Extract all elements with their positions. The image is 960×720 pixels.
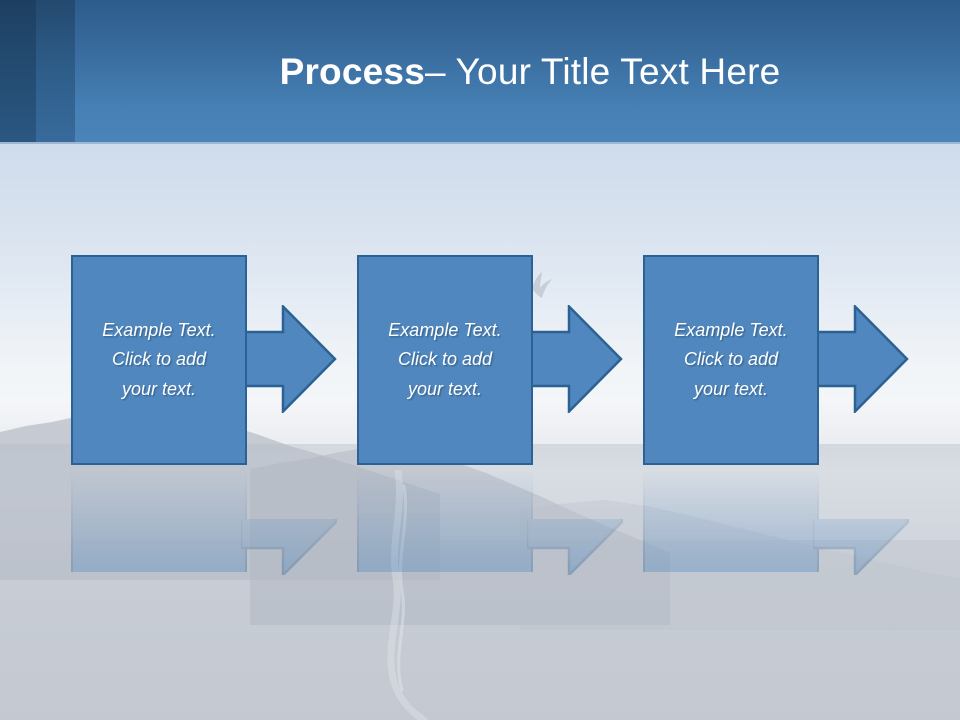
mountain-ridge-middle-shape [250, 445, 670, 625]
snow-trail-shape [387, 470, 428, 720]
header-bottom-divider [0, 142, 960, 144]
mountain-ridge-far-shape [520, 500, 960, 630]
process-step-1-reflection [71, 467, 337, 577]
process-step-2-box[interactable]: Example Text. Click to add your text. [357, 255, 533, 465]
process-step-3-label: Example Text. Click to add your text. [674, 320, 788, 399]
process-step-2-label: Example Text. Click to add your text. [388, 320, 502, 399]
reflection-arrow-shape [527, 519, 623, 575]
process-step-1[interactable]: Example Text. Click to add your text. [71, 255, 337, 575]
reflection-arrow-shape [241, 519, 337, 575]
process-step-3[interactable]: Example Text. Click to add your text. [643, 255, 909, 575]
process-step-2[interactable]: Example Text. Click to add your text. [357, 255, 623, 575]
reflection-box-shape [643, 467, 819, 572]
slide-header-bar: Process – Your Title Text Here [0, 0, 960, 144]
reflection-box-shape [357, 467, 533, 572]
process-arrow-2[interactable] [525, 303, 623, 415]
slide-title[interactable]: Process – Your Title Text Here [120, 0, 940, 144]
slide-title-emphasis: Process [279, 51, 425, 92]
reflection-arrow-shape [813, 519, 909, 575]
process-step-1-label: Example Text. Click to add your text. [102, 320, 216, 399]
header-accent-band-dark [0, 0, 36, 144]
bird-silhouette-icon [532, 272, 552, 298]
process-step-3-box[interactable]: Example Text. Click to add your text. [643, 255, 819, 465]
process-step-2-reflection [357, 467, 623, 577]
slide-title-remainder: – Your Title Text Here [424, 51, 781, 92]
header-accent-band-medium [36, 0, 75, 144]
header-gradient-band [0, 0, 960, 144]
reflection-box-shape [71, 467, 247, 572]
process-arrow-3[interactable] [811, 303, 909, 415]
process-step-3-reflection [643, 467, 909, 577]
process-arrow-1[interactable] [239, 303, 337, 415]
process-step-1-box[interactable]: Example Text. Click to add your text. [71, 255, 247, 465]
